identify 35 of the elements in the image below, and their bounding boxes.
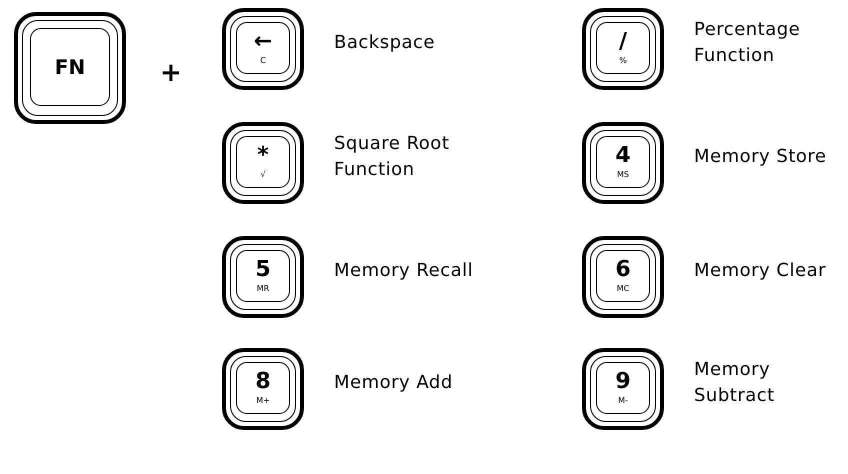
key-description: Percentage Function — [694, 18, 802, 68]
key-legend: 5 — [255, 259, 271, 281]
key — [582, 236, 664, 318]
key-sublegend: MR — [256, 285, 270, 293]
key-sublegend: M- — [618, 397, 628, 405]
key-legend: / — [618, 31, 628, 53]
key-legend: ← — [254, 31, 272, 53]
key — [582, 8, 664, 90]
key-description: Backspace — [334, 31, 436, 55]
key-description: Memory Subtract — [694, 358, 776, 408]
key-description: Memory Clear — [694, 259, 827, 283]
key — [582, 348, 664, 430]
key-legend: * — [257, 145, 269, 167]
key-description: Memory Add — [334, 371, 454, 395]
key-description: Memory Recall — [334, 259, 474, 283]
key — [582, 122, 664, 204]
key-description: Square Root Function — [334, 132, 450, 182]
key-sublegend: C — [260, 57, 266, 65]
key-sublegend: % — [619, 57, 627, 65]
key-legend: 6 — [615, 259, 631, 281]
key-legend: FN — [54, 57, 86, 77]
key — [222, 122, 304, 204]
key-description: Memory Store — [694, 145, 828, 169]
key-sublegend: M+ — [256, 397, 270, 405]
key — [222, 348, 304, 430]
key-sublegend: MS — [617, 171, 629, 179]
key-sublegend: √ — [260, 171, 266, 179]
key-legend: 4 — [615, 145, 631, 167]
key — [14, 12, 126, 124]
key — [222, 8, 304, 90]
plus-sign: + — [160, 58, 182, 88]
key — [222, 236, 304, 318]
key-legend: 8 — [255, 371, 271, 393]
key-legend: 9 — [615, 371, 631, 393]
key-sublegend: MC — [616, 285, 630, 293]
